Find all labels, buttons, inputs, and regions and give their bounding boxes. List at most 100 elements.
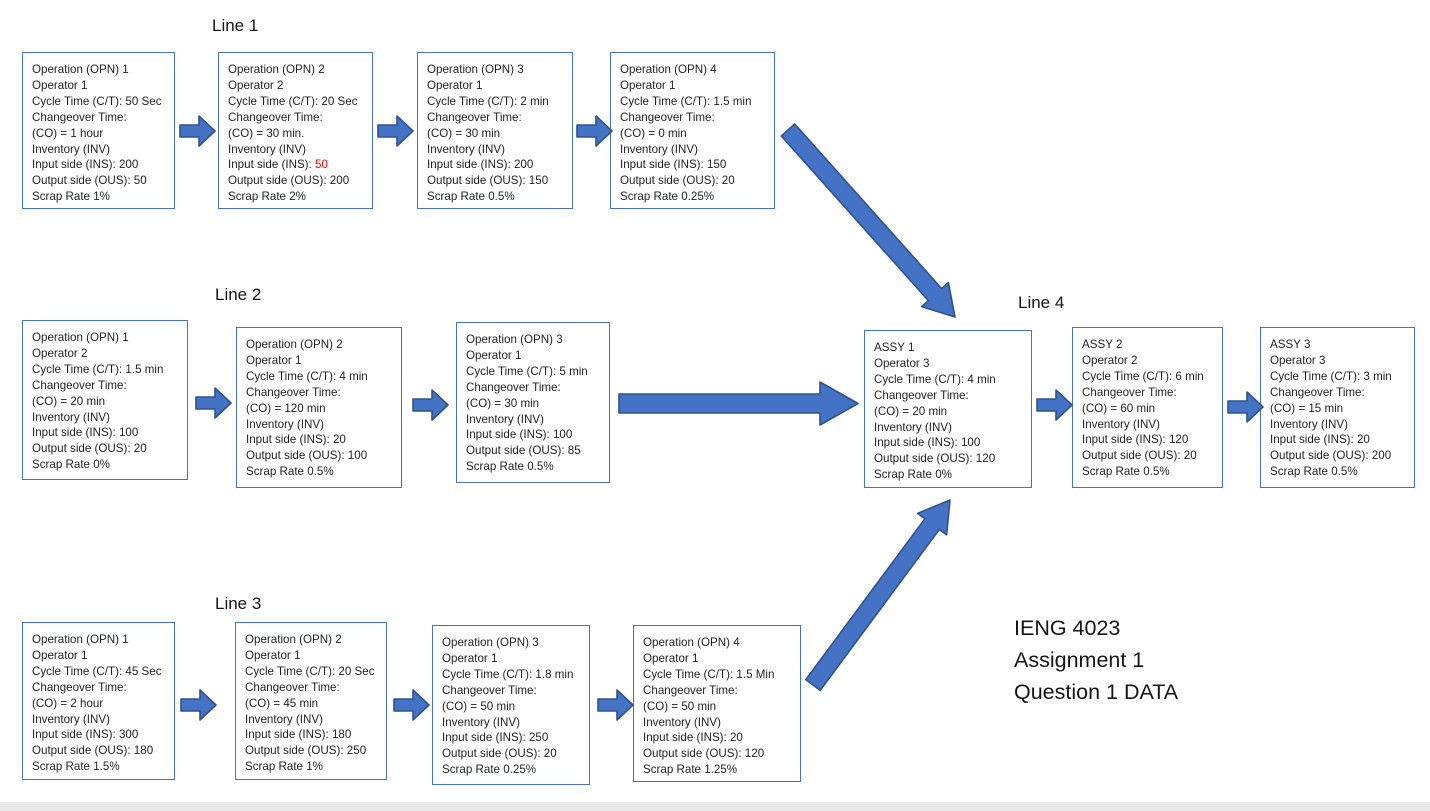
box-row: (CO) = 60 min bbox=[1082, 401, 1156, 415]
box-row: Cycle Time (C/T): 5 min bbox=[466, 364, 588, 378]
assignment-title-line3: Question 1 DATA bbox=[1014, 680, 1179, 704]
box-row: Inventory (INV) bbox=[32, 712, 110, 726]
box-row: Input side (INS): 50 bbox=[228, 157, 369, 173]
box-row: Changeover Time: bbox=[32, 110, 127, 124]
box-row: Output side (OUS): 150 bbox=[427, 174, 549, 188]
line1-opn3-box: Operation (OPN) 3 Operator 1 Cycle Time (C… bbox=[417, 52, 573, 209]
box-row: Scrap Rate 0.5% bbox=[466, 460, 554, 474]
highlighted-red-value: 50 bbox=[315, 158, 328, 172]
box-row: (CO) = 45 min bbox=[245, 696, 319, 710]
box-row: Output side (OUS): 20 bbox=[442, 747, 557, 761]
box-row: Output side (OUS): 100 bbox=[246, 449, 368, 463]
box-row: Changeover Time: bbox=[874, 388, 969, 402]
box-row: Changeover Time: bbox=[32, 378, 127, 392]
box-row: Scrap Rate 0% bbox=[874, 468, 952, 482]
box-row: Cycle Time (C/T): 3 min bbox=[1270, 369, 1392, 383]
box-row: Scrap Rate 0.25% bbox=[442, 763, 537, 777]
box-row-text: Input side (INS): bbox=[228, 158, 315, 172]
box-row: Operator 1 bbox=[620, 78, 676, 92]
line-3-label: Line 3 bbox=[215, 594, 262, 613]
box-row: Operation (OPN) 3 bbox=[466, 333, 563, 346]
assignment-title-line1: IENG 4023 bbox=[1014, 616, 1121, 640]
box-row: Operation (OPN) 4 bbox=[643, 636, 740, 649]
box-row: (CO) = 50 min bbox=[442, 699, 516, 713]
box-row: Input side (INS): 250 bbox=[442, 731, 549, 745]
box-row: Scrap Rate 0.5% bbox=[1270, 465, 1358, 479]
right-arrow-icon bbox=[576, 115, 613, 147]
box-row: Scrap Rate 0% bbox=[32, 458, 110, 472]
box-row: Operation (OPN) 3 bbox=[442, 636, 539, 649]
box-row: Cycle Time (C/T): 2 min bbox=[427, 94, 549, 108]
box-row: Scrap Rate 1% bbox=[32, 190, 110, 204]
box-row: Operation (OPN) 1 bbox=[32, 63, 129, 76]
box-row: Scrap Rate 0.25% bbox=[620, 190, 715, 204]
box-row: Changeover Time: bbox=[1270, 385, 1365, 399]
assignment-title-line2: Assignment 1 bbox=[1014, 648, 1145, 672]
box-row: Scrap Rate 0.5% bbox=[246, 465, 334, 479]
box-row: Input side (INS): 150 bbox=[620, 158, 727, 172]
box-row: (CO) = 30 min bbox=[466, 396, 540, 410]
long-right-arrow-icon bbox=[618, 381, 859, 426]
up-right-arrow-icon bbox=[805, 499, 951, 692]
box-row: Changeover Time: bbox=[246, 385, 341, 399]
box-row: Changeover Time: bbox=[643, 683, 738, 697]
box-row: Operator 1 bbox=[466, 348, 522, 362]
box-row: Cycle Time (C/T): 1.8 min bbox=[442, 667, 574, 681]
box-row: Inventory (INV) bbox=[32, 142, 110, 156]
box-row: Inventory (INV) bbox=[1082, 417, 1160, 431]
box-row: Operator 2 bbox=[228, 78, 284, 92]
box-row: Inventory (INV) bbox=[620, 142, 698, 156]
box-row: Changeover Time: bbox=[620, 110, 715, 124]
box-row: Output side (OUS): 200 bbox=[228, 174, 350, 188]
box-row: Operation (OPN) 4 bbox=[620, 63, 717, 76]
box-row: Output side (OUS): 20 bbox=[1082, 449, 1197, 463]
box-row: Scrap Rate 1.5% bbox=[32, 760, 120, 774]
box-row: Inventory (INV) bbox=[874, 420, 952, 434]
box-row: Input side (INS): 100 bbox=[874, 436, 981, 450]
bottom-bar bbox=[0, 802, 1430, 811]
line-1-label: Line 1 bbox=[212, 16, 259, 35]
box-row: Operator 3 bbox=[874, 356, 930, 370]
box-row: Inventory (INV) bbox=[32, 410, 110, 424]
box-row: Operator 2 bbox=[1082, 353, 1138, 367]
box-row: Operation (OPN) 2 bbox=[246, 338, 343, 351]
box-row: Cycle Time (C/T): 1.5 min bbox=[620, 94, 752, 108]
box-row: Cycle Time (C/T): 1.5 Min bbox=[643, 667, 775, 681]
box-row: (CO) = 1 hour bbox=[32, 126, 104, 140]
right-arrow-icon bbox=[1227, 391, 1264, 423]
box-row: Operator 3 bbox=[1270, 353, 1326, 367]
box-row: Output side (OUS): 120 bbox=[874, 452, 996, 466]
box-row: Cycle Time (C/T): 1.5 min bbox=[32, 362, 164, 376]
box-row: (CO) = 120 min bbox=[246, 401, 326, 415]
right-arrow-icon bbox=[412, 389, 449, 421]
box-row: Input side (INS): 20 bbox=[643, 731, 743, 745]
box-row: Operation (OPN) 3 bbox=[427, 63, 524, 76]
box-row: Cycle Time (C/T): 4 min bbox=[874, 372, 996, 386]
box-row: Input side (INS): 100 bbox=[466, 428, 573, 442]
box-row: Cycle Time (C/T): 45 Sec bbox=[32, 664, 162, 678]
box-row: ASSY 1 bbox=[874, 341, 915, 354]
box-row: ASSY 3 bbox=[1270, 338, 1311, 351]
box-row: Operation (OPN) 1 bbox=[32, 633, 129, 646]
box-row: Output side (OUS): 180 bbox=[32, 744, 154, 758]
box-row: Scrap Rate 0.5% bbox=[1082, 465, 1170, 479]
line3-opn1-box: Operation (OPN) 1 Operator 1 Cycle Time (C… bbox=[22, 622, 175, 780]
down-right-arrow-icon bbox=[780, 123, 956, 318]
box-row: Output side (OUS): 120 bbox=[643, 747, 765, 761]
box-row: Changeover Time: bbox=[442, 683, 537, 697]
box-row: Operator 1 bbox=[32, 648, 88, 662]
assignment-title: IENG 4023 Assignment 1 Question 1 DATA bbox=[1014, 612, 1178, 708]
box-row: (CO) = 0 min bbox=[620, 126, 687, 140]
box-row: Cycle Time (C/T): 50 Sec bbox=[32, 94, 162, 108]
box-row: (CO) = 2 hour bbox=[32, 696, 104, 710]
box-row: Operator 1 bbox=[245, 648, 301, 662]
box-row: Operator 1 bbox=[427, 78, 483, 92]
box-row: Scrap Rate 1.25% bbox=[643, 763, 738, 777]
box-row: Scrap Rate 0.5% bbox=[427, 190, 515, 204]
